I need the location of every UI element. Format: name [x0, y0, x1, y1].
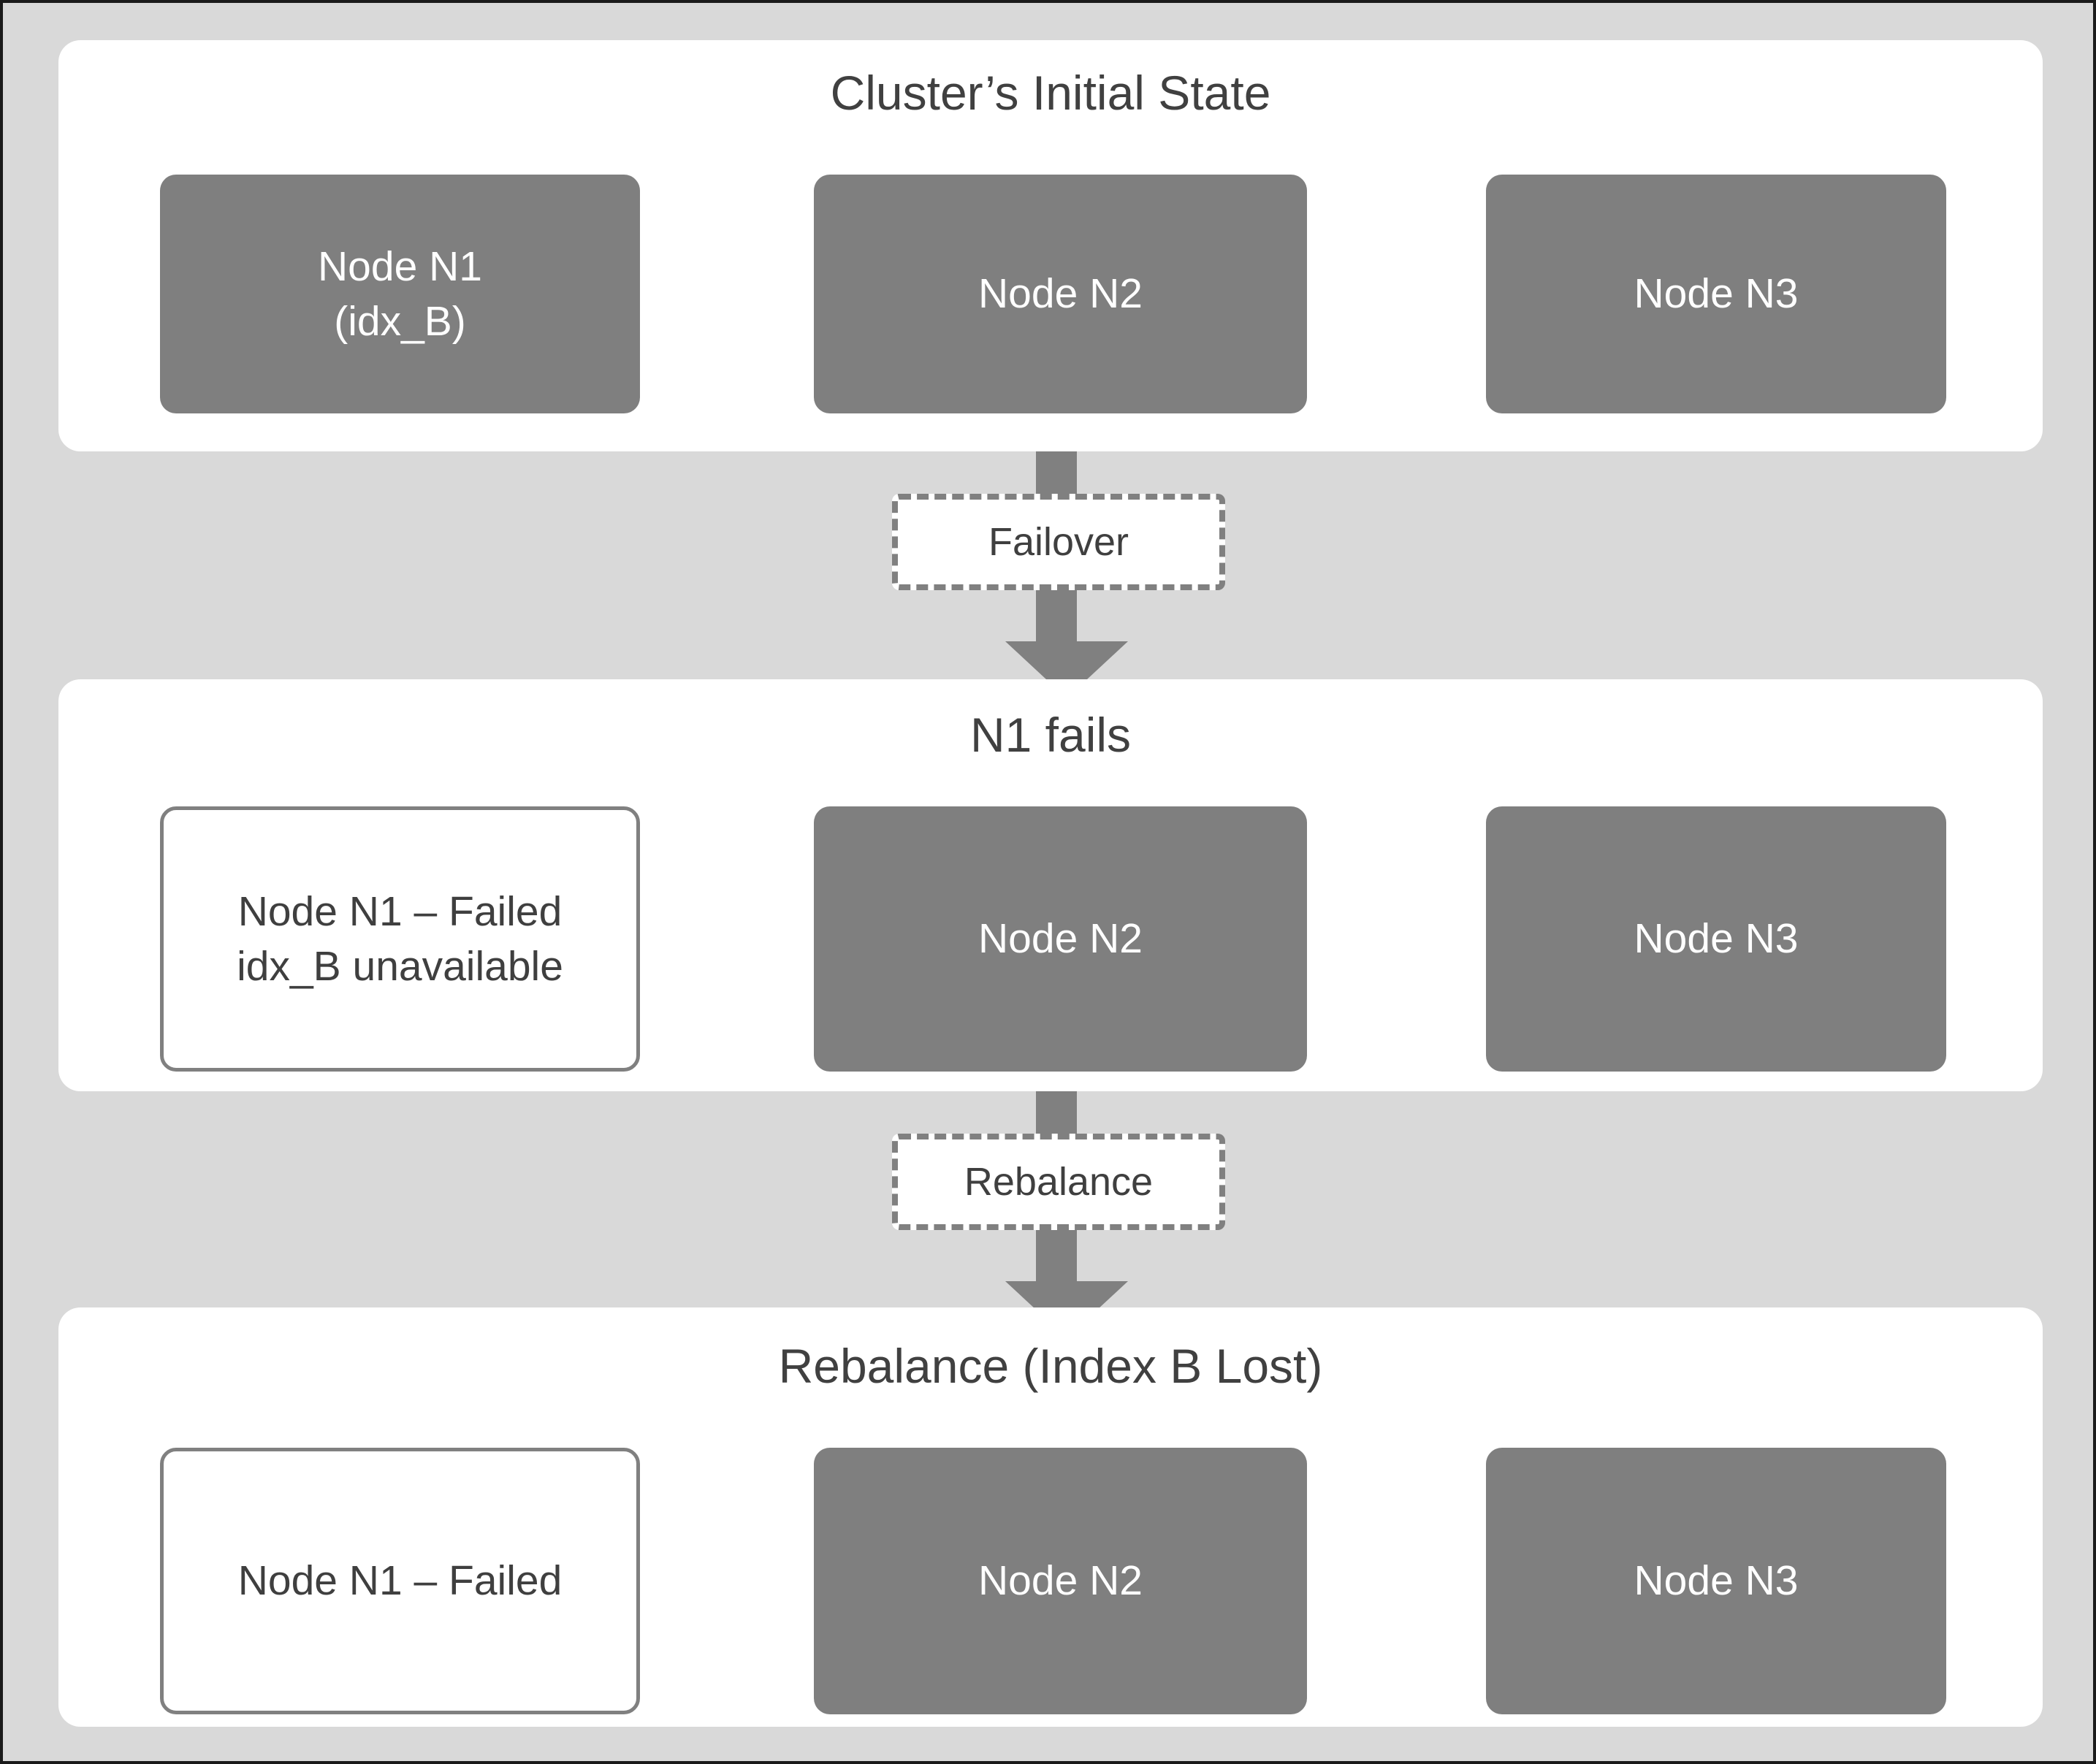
failover-label: Failover: [892, 494, 1225, 590]
node-n3-final: Node N3: [1486, 1448, 1946, 1714]
node-n1-failed-final: Node N1 – Failed: [160, 1448, 640, 1714]
rebalance-arrow-shaft-lower: [1036, 1229, 1077, 1283]
node-n2-final: Node N2: [814, 1448, 1307, 1714]
node-n2-after-failure-label: Node N2: [978, 915, 1143, 963]
node-n2-initial-label: Node N2: [978, 270, 1143, 318]
failover-arrow-shaft-lower: [1036, 589, 1077, 643]
node-n2-initial: Node N2: [814, 175, 1307, 413]
panel-n1-fails: N1 fails Node N1 – Failed idx_B unavaila…: [58, 679, 2043, 1091]
rebalance-label: Rebalance: [892, 1134, 1225, 1230]
node-n1-initial-label: Node N1 (idx_B): [308, 240, 492, 348]
node-n3-final-label: Node N3: [1634, 1557, 1799, 1605]
node-n1-failed-final-label: Node N1 – Failed: [237, 1557, 563, 1605]
node-n3-after-failure-label: Node N3: [1634, 915, 1799, 963]
node-n3-initial-label: Node N3: [1634, 270, 1799, 318]
node-n1-failed-label: Node N1 – Failed idx_B unavailable: [226, 885, 573, 993]
node-n3-initial: Node N3: [1486, 175, 1946, 413]
node-n1-initial-line2: (idx_B): [334, 297, 466, 345]
node-n2-after-failure: Node N2: [814, 806, 1307, 1072]
node-n1-initial-line1: Node N1: [318, 243, 482, 291]
panel-2-title: N1 fails: [969, 708, 1132, 762]
panel-rebalance-index-b-lost: Rebalance (Index B Lost) Node N1 – Faile…: [58, 1307, 2043, 1727]
panel-cluster-initial-state: Cluster’s Initial State Node N1 (idx_B) …: [58, 40, 2043, 451]
node-n1-failed-line1: Node N1 – Failed: [237, 888, 563, 936]
node-n1-failed-line2: idx_B unavailable: [237, 942, 563, 990]
node-n3-after-failure: Node N3: [1486, 806, 1946, 1072]
panel-1-title: Cluster’s Initial State: [830, 66, 1271, 120]
panel-3-title: Rebalance (Index B Lost): [778, 1339, 1323, 1393]
node-n2-final-label: Node N2: [978, 1557, 1143, 1605]
node-n1-initial: Node N1 (idx_B): [160, 175, 640, 413]
node-n1-failed: Node N1 – Failed idx_B unavailable: [160, 806, 640, 1072]
